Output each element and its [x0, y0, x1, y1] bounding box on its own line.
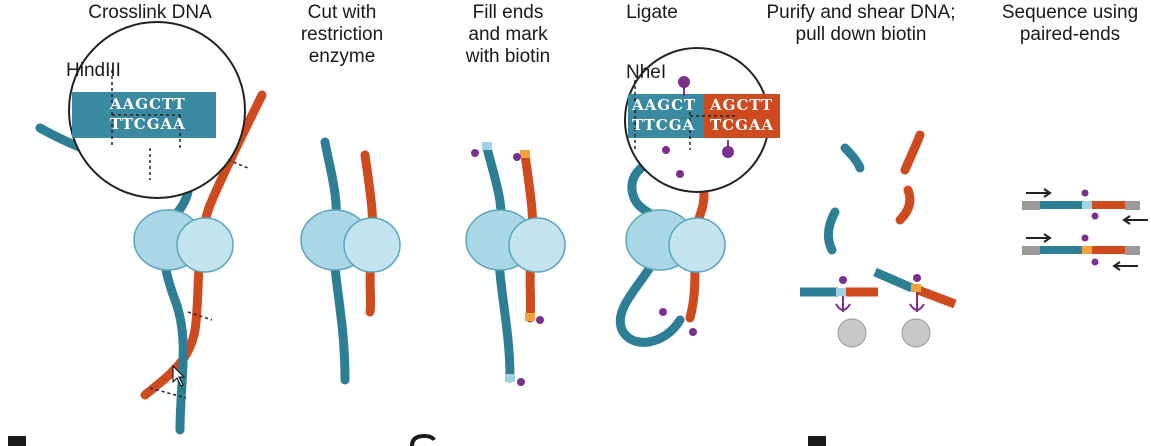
step-title-sequence: Sequence using paired-ends: [1001, 2, 1139, 45]
teal-fragment: [823, 207, 840, 255]
step-title-fill: Fill ends and mark with biotin: [465, 2, 551, 67]
step-title-purify: Purify and shear DNA; pull down biotin: [766, 2, 956, 45]
enzyme-label-nhei: NheI: [626, 62, 667, 83]
panel-sequence: [1022, 188, 1148, 271]
reverse-read-arrow: [1112, 261, 1138, 271]
sequence-bottom-right-nhei: TCGAA: [710, 116, 775, 134]
sequence-bottom-hindiii: TTCGAA: [110, 115, 186, 133]
cropped-bottom-mark: [8, 436, 26, 446]
forward-read-arrow: [1026, 188, 1052, 198]
panel-cut: [300, 137, 401, 385]
panel-fill: [465, 142, 566, 386]
reverse-read-arrow: [1122, 215, 1148, 225]
cropped-bottom-mark: [808, 436, 826, 446]
step-title-ligate: Ligate: [626, 2, 678, 23]
teal-fragment: [840, 143, 865, 173]
orange-fragment: [895, 185, 915, 225]
panel-crosslink: [35, 21, 267, 435]
panel-purify: [800, 130, 957, 348]
sequence-top-left-nhei: AAGCT: [632, 96, 697, 114]
forward-read-arrow: [1026, 233, 1052, 243]
enzyme-label-hindiii: HindIII: [66, 60, 121, 81]
orange-fragment: [900, 130, 925, 175]
sequence-top-right-nhei: AGCTT: [710, 96, 774, 114]
streptavidin-bead: [901, 318, 931, 348]
sequence-top-hindiii: AAGCTT: [110, 95, 186, 113]
biotin-marker: [471, 149, 544, 386]
step-title-cut: Cut with restriction enzyme: [300, 2, 384, 67]
cursor-icon: [172, 364, 186, 387]
step-title-crosslink: Crosslink DNA: [88, 2, 212, 23]
sequence-bottom-left-nhei: TTCGA: [632, 116, 696, 134]
biotin-marker: [659, 76, 734, 336]
streptavidin-bead: [837, 318, 867, 348]
cropped-bottom-mark: [410, 433, 436, 446]
panel-ligate: [615, 47, 780, 347]
